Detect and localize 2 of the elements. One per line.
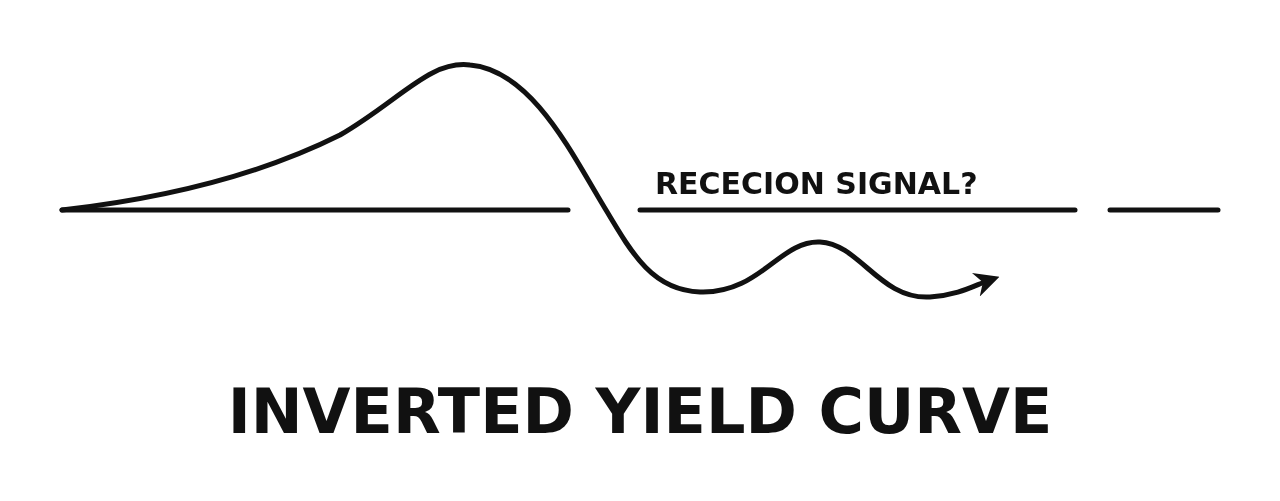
diagram-title: INVERTED YIELD CURVE xyxy=(226,375,1054,448)
annotation-text: RECECION SIGNAL? xyxy=(655,166,978,201)
